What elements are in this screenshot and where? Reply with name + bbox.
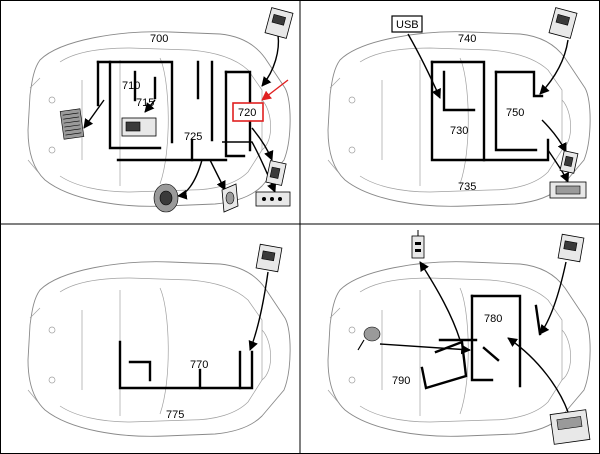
- speaker-component: [59, 108, 85, 140]
- label-700: 700: [150, 33, 168, 45]
- amplifier-component: [255, 191, 291, 207]
- microphone-component: [357, 326, 381, 351]
- panel-bottom-right: 780 790: [327, 230, 591, 445]
- highlight-arrow: [261, 79, 289, 101]
- label-720: 720: [238, 107, 256, 119]
- control-unit-component: [549, 409, 591, 445]
- harness-700: [96, 60, 252, 162]
- panel-top-left: 700 710 715 725 720: [27, 7, 294, 213]
- module-component: [255, 243, 283, 273]
- amplifier-component: [549, 181, 587, 199]
- leader-lines-p3: [248, 271, 269, 351]
- control-module-component: [559, 150, 579, 174]
- label-730: 730: [450, 125, 468, 137]
- radio-unit-component: [121, 117, 157, 137]
- label-775: 775: [166, 409, 184, 421]
- label-usb: USB: [396, 19, 419, 31]
- harness-740: [430, 60, 550, 162]
- leader-lines-p4: [379, 261, 569, 413]
- module-top-right-component: [557, 233, 585, 263]
- bracket-790: [420, 340, 468, 390]
- label-735: 735: [458, 181, 476, 193]
- subwoofer-component: [153, 183, 179, 213]
- harness-770: [118, 340, 254, 390]
- label-770: 770: [190, 359, 208, 371]
- label-780: 780: [484, 313, 502, 325]
- highlight-box-720: [232, 102, 264, 122]
- panel-top-right: USB 740 730 750 735: [327, 7, 591, 207]
- label-710: 710: [122, 80, 140, 92]
- module-top-right-component: [264, 7, 294, 39]
- tweeter-component: [221, 183, 239, 213]
- harness-780: [438, 294, 542, 388]
- remote-key-component: [411, 230, 425, 259]
- label-790: 790: [392, 375, 410, 387]
- label-740: 740: [458, 33, 476, 45]
- usb-box: USB: [391, 15, 423, 33]
- leader-lines-p1: [83, 34, 280, 200]
- module-top-right-component: [548, 7, 578, 39]
- label-725: 725: [184, 131, 202, 143]
- panel-bottom-left: 770 775: [27, 243, 291, 437]
- label-715: 715: [136, 97, 154, 109]
- control-module-component: [265, 160, 287, 186]
- leader-lines-p2: [407, 33, 570, 183]
- label-750: 750: [506, 107, 524, 119]
